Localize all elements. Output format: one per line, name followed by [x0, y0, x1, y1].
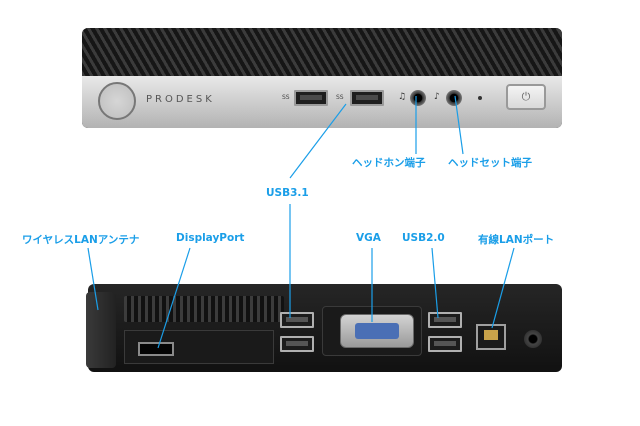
headphone-jack [410, 90, 426, 106]
brand-name: PRODESK [146, 94, 215, 105]
label-wireless-antenna: ワイヤレスLANアンテナ [22, 234, 140, 246]
usb-ss-label: SS [336, 94, 344, 101]
label-headset: ヘッドセット端子 [448, 157, 532, 169]
front-usb-port-1 [294, 90, 328, 106]
label-usb20: USB2.0 [402, 232, 445, 244]
rear-usb31-port-2 [280, 336, 314, 352]
power-button: ⏻ [506, 84, 546, 110]
vga-connector [340, 314, 414, 348]
rear-vent [124, 296, 284, 322]
front-grille [82, 28, 562, 76]
rj45-lan-port [476, 324, 506, 350]
dc-power-jack [524, 330, 542, 348]
label-displayport: DisplayPort [176, 232, 245, 244]
usb-ss-label: SS [282, 94, 290, 101]
label-wired-lan: 有線LANポート [478, 234, 555, 246]
front-panel: PRODESK SS SS ♫ ♪ ⏻ [82, 76, 562, 128]
label-usb31: USB3.1 [266, 187, 309, 199]
label-vga: VGA [356, 232, 381, 244]
headphone-icon: ♫ [398, 92, 407, 102]
displayport-connector [138, 342, 174, 356]
rear-usb31-port-1 [280, 312, 314, 328]
leader-displayport [157, 247, 191, 349]
headset-icon: ♪ [434, 92, 440, 102]
rear-usb20-port-1 [428, 312, 462, 328]
rear-usb20-port-2 [428, 336, 462, 352]
activity-led [478, 96, 482, 100]
leader-usb31-front [289, 103, 347, 179]
leader-headset [454, 95, 464, 155]
wireless-antenna [86, 292, 116, 368]
leader-antenna [87, 247, 99, 311]
hp-logo-icon [98, 82, 136, 120]
front-usb-port-2 [350, 90, 384, 106]
headset-jack [446, 90, 462, 106]
label-headphone: ヘッドホン端子 [352, 157, 426, 169]
leader-usb20 [431, 247, 439, 319]
leader-lan [491, 247, 515, 329]
pc-front-view: PRODESK SS SS ♫ ♪ ⏻ [82, 28, 562, 128]
